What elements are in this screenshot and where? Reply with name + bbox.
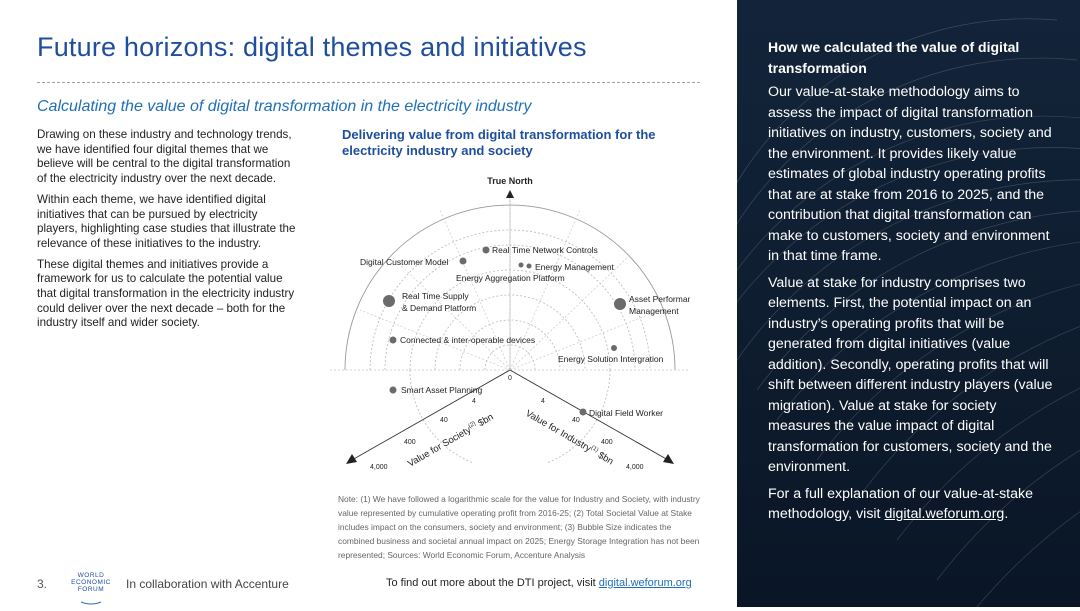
body-text: Drawing on these industry and technology… (37, 128, 299, 337)
bubble-energy-solution (611, 345, 617, 351)
outer-arc-2 (369, 229, 651, 371)
footer-link-text: To find out more about the DTI project, … (386, 577, 692, 589)
label-real-time-supply-line1: Real Time Supply (402, 291, 469, 301)
society-axis-title: Value for Society(2) $bn (406, 412, 495, 470)
page-number: 3. (37, 577, 48, 591)
bubble-asset-performance (614, 298, 626, 310)
society-axis-unit: $bn (474, 412, 496, 431)
sidebar-paragraph-3: For a full explanation of our value-at-s… (768, 484, 1053, 525)
sidebar-p3-suffix: . (1004, 506, 1009, 522)
sidebar-paragraph-1: Our value-at-stake methodology aims to a… (768, 84, 1052, 264)
industry-tick-4: 4 (541, 398, 545, 405)
sidebar-paragraph-2: Value at stake for industry comprises tw… (768, 274, 1053, 476)
footer-link-prefix: To find out more about the DTI project, … (386, 577, 599, 589)
label-energy-aggregation-platform: Energy Aggregation Platform (456, 273, 565, 283)
society-tick-4000: 4,000 (370, 464, 388, 471)
sidebar-p3-prefix: For a full explanation of our value-at-s… (768, 485, 1033, 523)
industry-axis-unit: $bn (594, 449, 616, 468)
chart-title: Delivering value from digital transforma… (342, 127, 656, 158)
chart-note: Note: (1) We have followed a logarithmic… (338, 494, 700, 560)
society-tick-4: 4 (472, 398, 476, 405)
logo-line-3: FORUM (77, 586, 105, 593)
logo-swoosh-icon (80, 601, 102, 605)
bubble-digital-customer-model (459, 257, 467, 265)
lower-arc-1 (409, 369, 474, 464)
industry-axis-sup: (1) (590, 445, 599, 454)
bubble-energy-management-a (518, 262, 524, 268)
industry-axis-arrow (663, 454, 674, 464)
label-energy-solution: Energy Solution Intergration (558, 354, 664, 364)
label-asset-performance-line1: Asset Performance (629, 294, 690, 304)
label-smart-asset-planning: Smart Asset Planning (401, 385, 483, 395)
wef-logo: WORLD ECONOMIC FORUM (66, 572, 116, 605)
bubble-real-time-supply (383, 295, 395, 307)
radial-line-7 (509, 209, 581, 371)
sidebar-body: Our value-at-stake methodology aims to a… (768, 82, 1053, 531)
bubble-energy-management-b (526, 263, 532, 269)
radar-chart: True North 0 4 40 400 4,000 4 40 400 4,0… (330, 176, 690, 471)
label-connected-devices: Connected & inter-operable devices (400, 335, 535, 345)
label-real-time-supply-line2: & Demand Platform (402, 303, 476, 313)
radial-line-5 (509, 309, 661, 371)
body-paragraph-2: Within each theme, we have identified di… (37, 192, 296, 250)
north-label: True North (487, 176, 533, 186)
collaboration-text: In collaboration with Accenture (126, 577, 289, 591)
bubble-real-time-network-controls (482, 246, 490, 254)
radial-line-4 (359, 309, 511, 371)
society-axis-line (351, 369, 511, 461)
bubble-smart-asset-planning (389, 386, 397, 394)
section-subtitle: Calculating the value of digital transfo… (37, 98, 532, 115)
radial-line-6 (439, 209, 511, 371)
society-tick-400: 400 (404, 439, 416, 446)
sidebar-link[interactable]: digital.weforum.org (884, 506, 1005, 522)
night-sky-background (737, 0, 1080, 607)
main-slide: Future horizons: digital themes and init… (37, 32, 700, 605)
label-digital-customer-model: Digital Customer Model (360, 257, 448, 267)
page-title: Future horizons: digital themes and init… (37, 32, 587, 62)
society-tick-40: 40 (440, 417, 448, 424)
society-axis-arrow (346, 454, 357, 464)
lower-arc-2 (546, 369, 611, 464)
society-axis-label: Value for Society (406, 424, 473, 469)
industry-tick-400: 400 (601, 439, 613, 446)
north-arrow-icon (506, 190, 514, 198)
industry-axis-line (509, 369, 669, 461)
label-asset-performance-line2: Management (629, 306, 679, 316)
logo-line-2: ECONOMIC (71, 579, 111, 586)
center-label: 0 (508, 375, 512, 382)
title-divider (37, 82, 700, 83)
label-digital-field-worker: Digital Field Worker (589, 408, 663, 418)
bubble-digital-field-worker (579, 408, 587, 416)
society-axis-sup: (2) (468, 421, 477, 430)
logo-line-1: WORLD (77, 572, 105, 579)
body-paragraph-1: Drawing on these industry and technology… (37, 128, 292, 186)
bubble-connected-devices (389, 336, 397, 344)
sidebar-panel: How we calculated the value of digital t… (737, 0, 1080, 607)
industry-tick-40: 40 (572, 417, 580, 424)
footer-link[interactable]: digital.weforum.org (598, 577, 692, 589)
body-paragraph-3: These digital themes and initiatives pro… (37, 257, 295, 330)
sidebar-heading: How we calculated the value of digital t… (768, 39, 1020, 76)
label-energy-management: Energy Management (535, 262, 615, 272)
label-real-time-network-controls: Real Time Network Controls (492, 245, 598, 255)
industry-tick-4000: 4,000 (626, 464, 644, 471)
